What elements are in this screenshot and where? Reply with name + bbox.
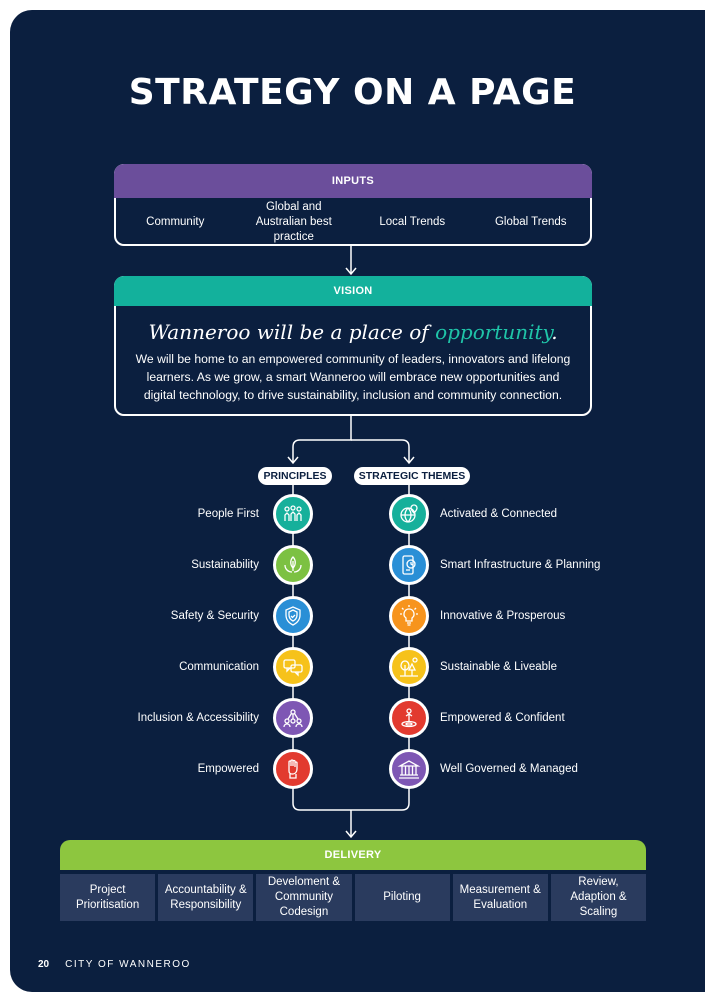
- theme-label: Sustainable & Liveable: [440, 661, 557, 673]
- smart-device-icon: [389, 545, 429, 585]
- delivery-item: Measurement & Evaluation: [452, 874, 548, 921]
- principle-label: Communication: [179, 661, 259, 673]
- inputs-box: INPUTS Community Global and Australian b…: [114, 164, 592, 246]
- globe-pin-icon: [389, 494, 429, 534]
- page-number: 20: [38, 959, 50, 970]
- delivery-item: Develoment & Community Codesign: [256, 874, 352, 921]
- vision-tagline: Wanneroo will be a place of opportunity.: [116, 320, 590, 344]
- delivery-row: Project Prioritisation Accountability & …: [60, 874, 647, 921]
- theme-label: Innovative & Prosperous: [440, 610, 566, 622]
- vision-body: We will be home to an empowered communit…: [135, 352, 571, 402]
- inputs-heading: INPUTS: [114, 164, 592, 198]
- leaf-hands-icon: [273, 545, 313, 585]
- theme-label: Smart Infrastructure & Planning: [440, 559, 601, 571]
- shield-icon: [273, 596, 313, 636]
- theme-label: Activated & Connected: [440, 508, 557, 520]
- delivery-item: Review, Adaption & Scaling: [550, 874, 647, 921]
- vision-tagline-end: .: [551, 320, 558, 344]
- people-icon: [273, 494, 313, 534]
- civic-building-icon: [389, 749, 429, 789]
- inputs-row: Community Global and Australian best pra…: [116, 200, 590, 244]
- vision-tagline-start: Wanneroo will be a place of: [148, 320, 436, 344]
- vision-box: VISION Wanneroo will be a place of oppor…: [114, 276, 592, 416]
- vision-heading: VISION: [114, 276, 592, 306]
- trees-icon: [389, 647, 429, 687]
- principle-label: Sustainability: [191, 559, 259, 571]
- delivery-item: Piloting: [354, 874, 450, 921]
- raised-fist-icon: [273, 749, 313, 789]
- principle-label: Inclusion & Accessibility: [137, 712, 259, 724]
- page-footer: 20 CITY OF WANNEROO: [38, 959, 191, 970]
- themes-heading: STRATEGIC THEMES: [354, 467, 470, 485]
- vision-tagline-highlight: opportunity: [435, 320, 552, 344]
- page-title: STRATEGY ON A PAGE: [128, 72, 577, 113]
- input-item: Global Trends: [494, 215, 567, 228]
- principles-heading: PRINCIPLES: [258, 467, 332, 485]
- network-people-icon: [273, 698, 313, 738]
- theme-label: Empowered & Confident: [440, 712, 565, 724]
- delivery-item: Project Prioritisation: [60, 874, 156, 921]
- input-item: Local Trends: [379, 215, 446, 228]
- principle-label: Safety & Security: [170, 610, 259, 622]
- delivery-item: Accountability & Responsibility: [158, 874, 254, 921]
- speech-bubbles-icon: [273, 647, 313, 687]
- lightbulb-icon: [389, 596, 429, 636]
- input-item: Community: [146, 215, 205, 228]
- principle-label: People First: [197, 508, 259, 520]
- input-item: Global and Australian best practice: [255, 200, 332, 243]
- org-name: CITY OF WANNEROO: [65, 959, 191, 970]
- theme-label: Well Governed & Managed: [440, 763, 578, 775]
- person-pin-icon: [389, 698, 429, 738]
- delivery-heading: DELIVERY: [60, 840, 646, 870]
- principle-label: Empowered: [197, 763, 259, 775]
